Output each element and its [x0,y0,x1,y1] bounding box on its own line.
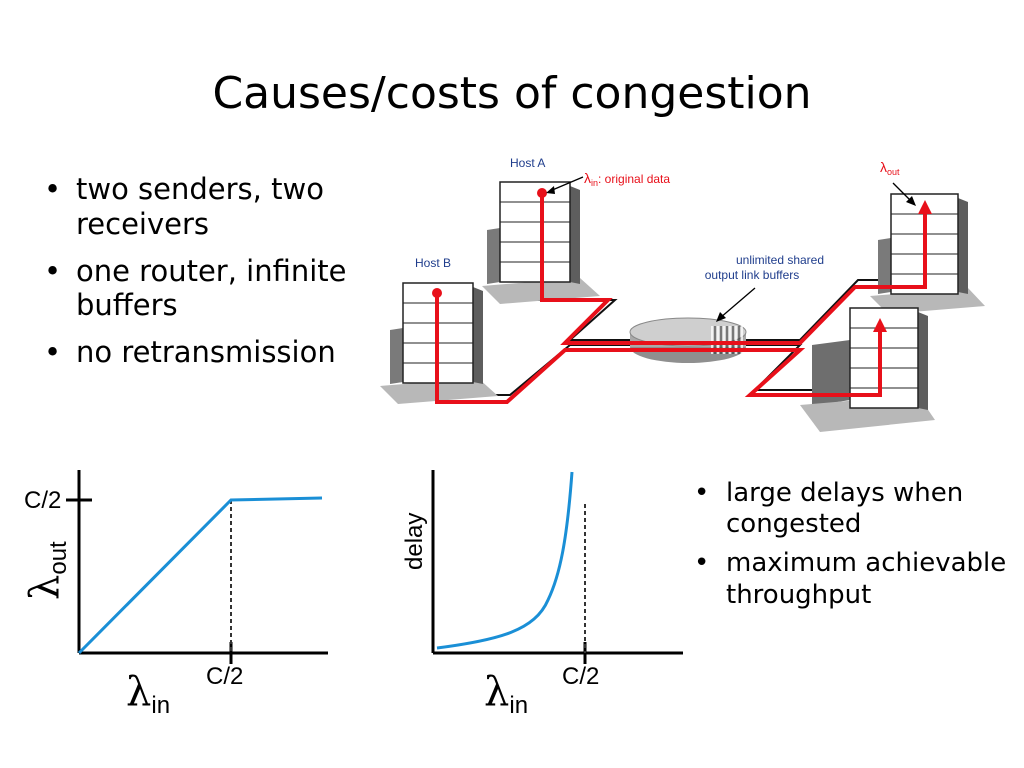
lambda-symbol: λ [484,669,509,715]
bullet-item: two senders, two receivers [38,172,378,242]
host-a-label: Host A [510,156,545,170]
arrowhead-icon [873,318,887,332]
y-tick-label: C/2 [24,487,61,514]
throughput-curve [77,496,323,655]
x-axis-label: λin [126,669,170,719]
bullet-list-left: two senders, two receivers one router, i… [38,172,378,382]
bullet-item: one router, infinite buffers [38,254,378,324]
lambda-symbol: λ [126,669,151,715]
x-tick-label: C/2 [206,663,243,690]
lambda-in-pointer [549,176,584,192]
lambda-subscript: out [887,167,900,177]
data-flow-paths [435,193,927,404]
buffers-pointer [719,287,756,319]
lambda-symbol: λ [880,159,887,175]
bullet-item: large delays when congested [688,478,1008,540]
slide-title: Causes/costs of congestion [212,68,812,119]
host-a-source-dot [537,188,547,198]
arrowhead-icon [546,186,555,194]
original-data-label: : original data [598,172,670,186]
buffers-label-line2: output link buffers [705,268,800,282]
arrowhead-icon [716,312,726,322]
lambda-out-label: λout [880,159,900,177]
lambda-symbol: λ [22,575,68,600]
host-b-source-dot [432,288,442,298]
bullet-list-right: large delays when congested maximum achi… [688,478,1008,619]
y-axis-label: λout [22,541,72,600]
arrowhead-icon [918,200,932,214]
lambda-subscript: in [509,692,528,719]
bullet-item: no retransmission [38,335,378,370]
receiver-bottom-computer [800,307,935,432]
y-axis-label: delay [401,513,428,570]
lambda-out-pointer [892,182,913,203]
host-b-label: Host B [415,256,451,270]
buffers-label-line1: unlimited shared [736,253,824,267]
x-tick-label: C/2 [562,663,599,690]
lambda-subscript: out [45,541,72,575]
router-icon [629,317,747,363]
arrowhead-icon [906,196,916,206]
delay-curve [436,471,574,650]
bullet-item: maximum achievable throughput [688,548,1008,610]
lambda-symbol: λ [584,170,591,186]
host-a-computer [482,181,600,304]
lambda-subscript: in [151,692,170,719]
lambda-subscript: in [591,178,598,188]
lambda-in-label: λin: original data [584,170,670,188]
x-axis-label: λin [484,669,528,719]
